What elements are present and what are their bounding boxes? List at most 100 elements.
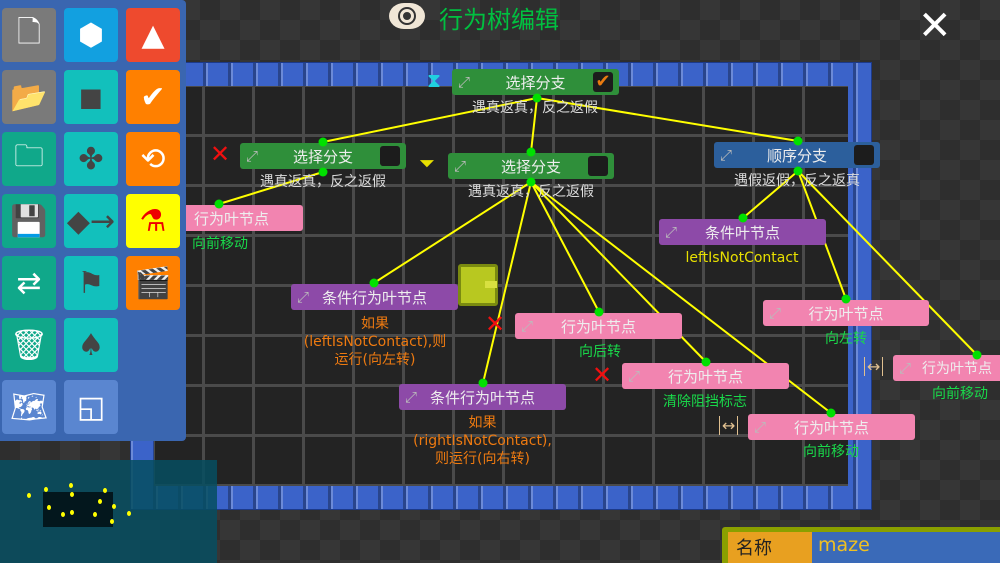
flask-icon: ⚗ [139,203,167,239]
error-x-icon: ✕ [592,361,613,389]
expand-icon[interactable]: ⤢ [521,317,534,335]
tree-button[interactable]: ▲ [126,8,180,62]
expand-icon[interactable]: ⤢ [628,367,641,385]
expand-icon[interactable]: ⤢ [458,73,471,91]
map-button[interactable]: 🗺 [2,380,56,434]
node-label: 条件叶节点 [704,223,780,242]
node-action-forward[interactable]: ⤢行为叶节点 [893,355,1000,381]
new-file-button[interactable]: 🗋 [2,8,56,62]
expand-icon[interactable]: ⤢ [297,288,310,306]
import-folder-button[interactable]: 🗀 [2,132,56,186]
node-group-icon: ⬢ [77,17,105,53]
delete-icon: 🗑 [9,327,49,363]
shield-check-button[interactable]: ✔ [126,70,180,124]
expand-icon[interactable]: ⤢ [665,223,678,241]
shapes-icon: ◼ [78,79,104,115]
node-label: 选择分支 [500,157,561,176]
minimap-node-dot [47,505,51,510]
checkbox[interactable] [380,146,400,166]
minimap[interactable] [0,460,217,563]
expand-icon[interactable]: ⤢ [405,388,418,406]
swap-button[interactable]: ⇄ [2,256,56,310]
shapes-button[interactable]: ◼ [64,70,118,124]
node-desc: 遇真返真，反之返假 [472,100,598,116]
flask-button[interactable]: ⚗ [126,194,180,248]
node-action-clear[interactable]: ⤢行为叶节点 [622,363,789,389]
save-icon: 💾 [10,203,48,239]
expand-icon[interactable]: ⤢ [899,359,912,377]
expand-icon[interactable]: ⤢ [769,304,782,322]
resize-frame-button[interactable]: ◱ [64,380,118,434]
node-condition-action[interactable]: ⤢ 条件行为叶节点 [291,284,458,310]
error-x-icon: ✕ [485,310,506,338]
name-label: 名称 [728,532,812,563]
node-root-select[interactable]: ⤢选择分支✔ [452,69,619,95]
save-button[interactable]: 💾 [2,194,56,248]
reset-hex-button[interactable]: ⟲ [126,132,180,186]
map-icon: 🗺 [9,389,49,425]
minimap-node-dot [127,511,131,516]
node-sequence[interactable]: ⤢ 顺序分支 [714,142,880,168]
node-mid-select[interactable]: ⤢ 选择分支 [448,153,614,179]
delete-button[interactable]: 🗑 [2,318,56,372]
tree-single-icon: ♠ [77,327,105,363]
clapper-icon: 🎬 [134,265,172,301]
tree-icon: ▲ [141,17,165,53]
tree-single-button[interactable]: ♠ [64,318,118,372]
node-action-forward[interactable]: ⤢ 行为叶节点 [748,414,915,440]
checkbox-checked[interactable]: ✔ [593,72,613,92]
open-folder-icon: 📂 [10,79,48,115]
resize-horizontal-icon[interactable]: ↔ [864,357,884,376]
minimap-viewport [43,492,113,527]
filter-icon: ⏷ [419,151,435,175]
minimap-node-dot [70,510,74,515]
node-condition-action[interactable]: ⤢ 条件行为叶节点 [399,384,566,410]
diamond-arrow-button[interactable]: ◆→ [64,194,118,248]
node-label: 顺序分支 [766,146,827,165]
minimap-node-dot [110,519,114,524]
flag-icon: ⚑ [77,265,105,301]
new-file-icon: 🗋 [16,14,42,50]
import-folder-icon: 🗀 [14,138,44,174]
node-label: 行为叶节点 [808,304,884,323]
open-folder-button[interactable]: 📂 [2,70,56,124]
node-label: 行为叶节点 [193,209,269,228]
checkbox[interactable] [854,145,874,165]
node-desc: 向前移动 [192,236,248,252]
minimap-node-dot [69,483,73,488]
node-left-select[interactable]: ⤢选择分支 [240,143,406,169]
node-action-back[interactable]: ⤢行为叶节点 [515,313,682,339]
clover-button[interactable]: ✤ [64,132,118,186]
node-desc: 如果 (leftIsNotContact),则 运行(向左转) [303,316,447,368]
resize-horizontal-icon[interactable]: ↔ [719,416,739,435]
node-condition-leaf[interactable]: ⤢ 条件叶节点 [659,219,826,245]
minimap-node-dot [112,504,116,509]
minimap-node-dot [61,512,65,517]
page-title: 行为树编辑 [439,6,559,34]
minimap-node-dot [44,487,48,492]
node-label: 行为叶节点 [793,418,869,437]
expand-icon[interactable]: ⤢ [720,146,733,164]
tool-panel: 🗋 ⬢ ▲ 📂 ◼ ✔ 🗀 ✤⟲ 💾 ◆→ ⚗ ⇄ ⚑ 🎬 🗑 ♠ 🗺 ◱ [0,0,186,441]
shield-check-icon: ✔ [140,79,166,115]
node-desc: 遇假返假，反之返真 [734,173,860,189]
expand-icon[interactable]: ⤢ [754,418,767,436]
name-field-container: 名称 maze [722,527,1000,563]
node-label: 条件行为叶节点 [429,388,535,407]
node-desc: 清除阻挡标志 [663,394,747,410]
node-desc: 遇真返真，反之返假 [260,174,386,190]
expand-icon[interactable]: ⤢ [246,147,259,165]
minimap-node-dot [93,512,97,517]
node-group-button[interactable]: ⬢ [64,8,118,62]
node-desc: leftIsNotContact [685,250,799,266]
clapper-button[interactable]: 🎬 [126,256,180,310]
name-input[interactable]: maze [812,532,1000,563]
node-action-left[interactable]: ⤢ 行为叶节点 [763,300,929,326]
checkbox[interactable] [588,156,608,176]
expand-icon[interactable]: ⤢ [454,157,467,175]
flag-button[interactable]: ⚑ [64,256,118,310]
close-button[interactable]: ✕ [918,3,952,49]
swap-icon: ⇄ [16,265,42,301]
node-label: 条件行为叶节点 [321,288,427,307]
minimap-node-dot [27,493,31,498]
